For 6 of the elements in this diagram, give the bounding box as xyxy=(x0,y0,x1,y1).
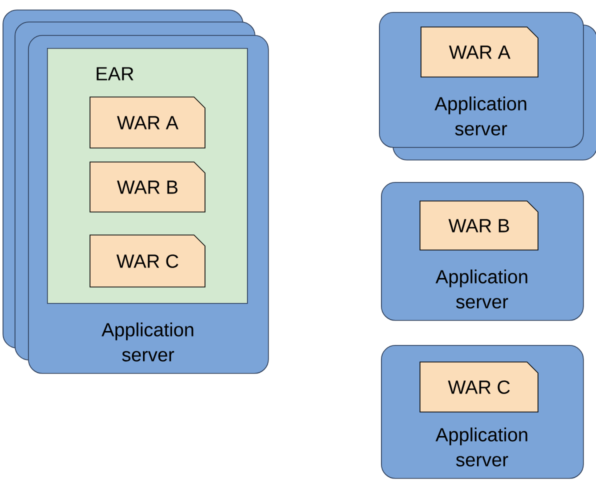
war-file: WAR C xyxy=(420,362,538,412)
war-file: WAR B xyxy=(90,162,206,212)
war-file: WAR B xyxy=(420,200,538,250)
war-file: WAR A xyxy=(90,96,206,148)
war-file: WAR A xyxy=(420,26,538,78)
war-file: WAR C xyxy=(90,234,206,288)
